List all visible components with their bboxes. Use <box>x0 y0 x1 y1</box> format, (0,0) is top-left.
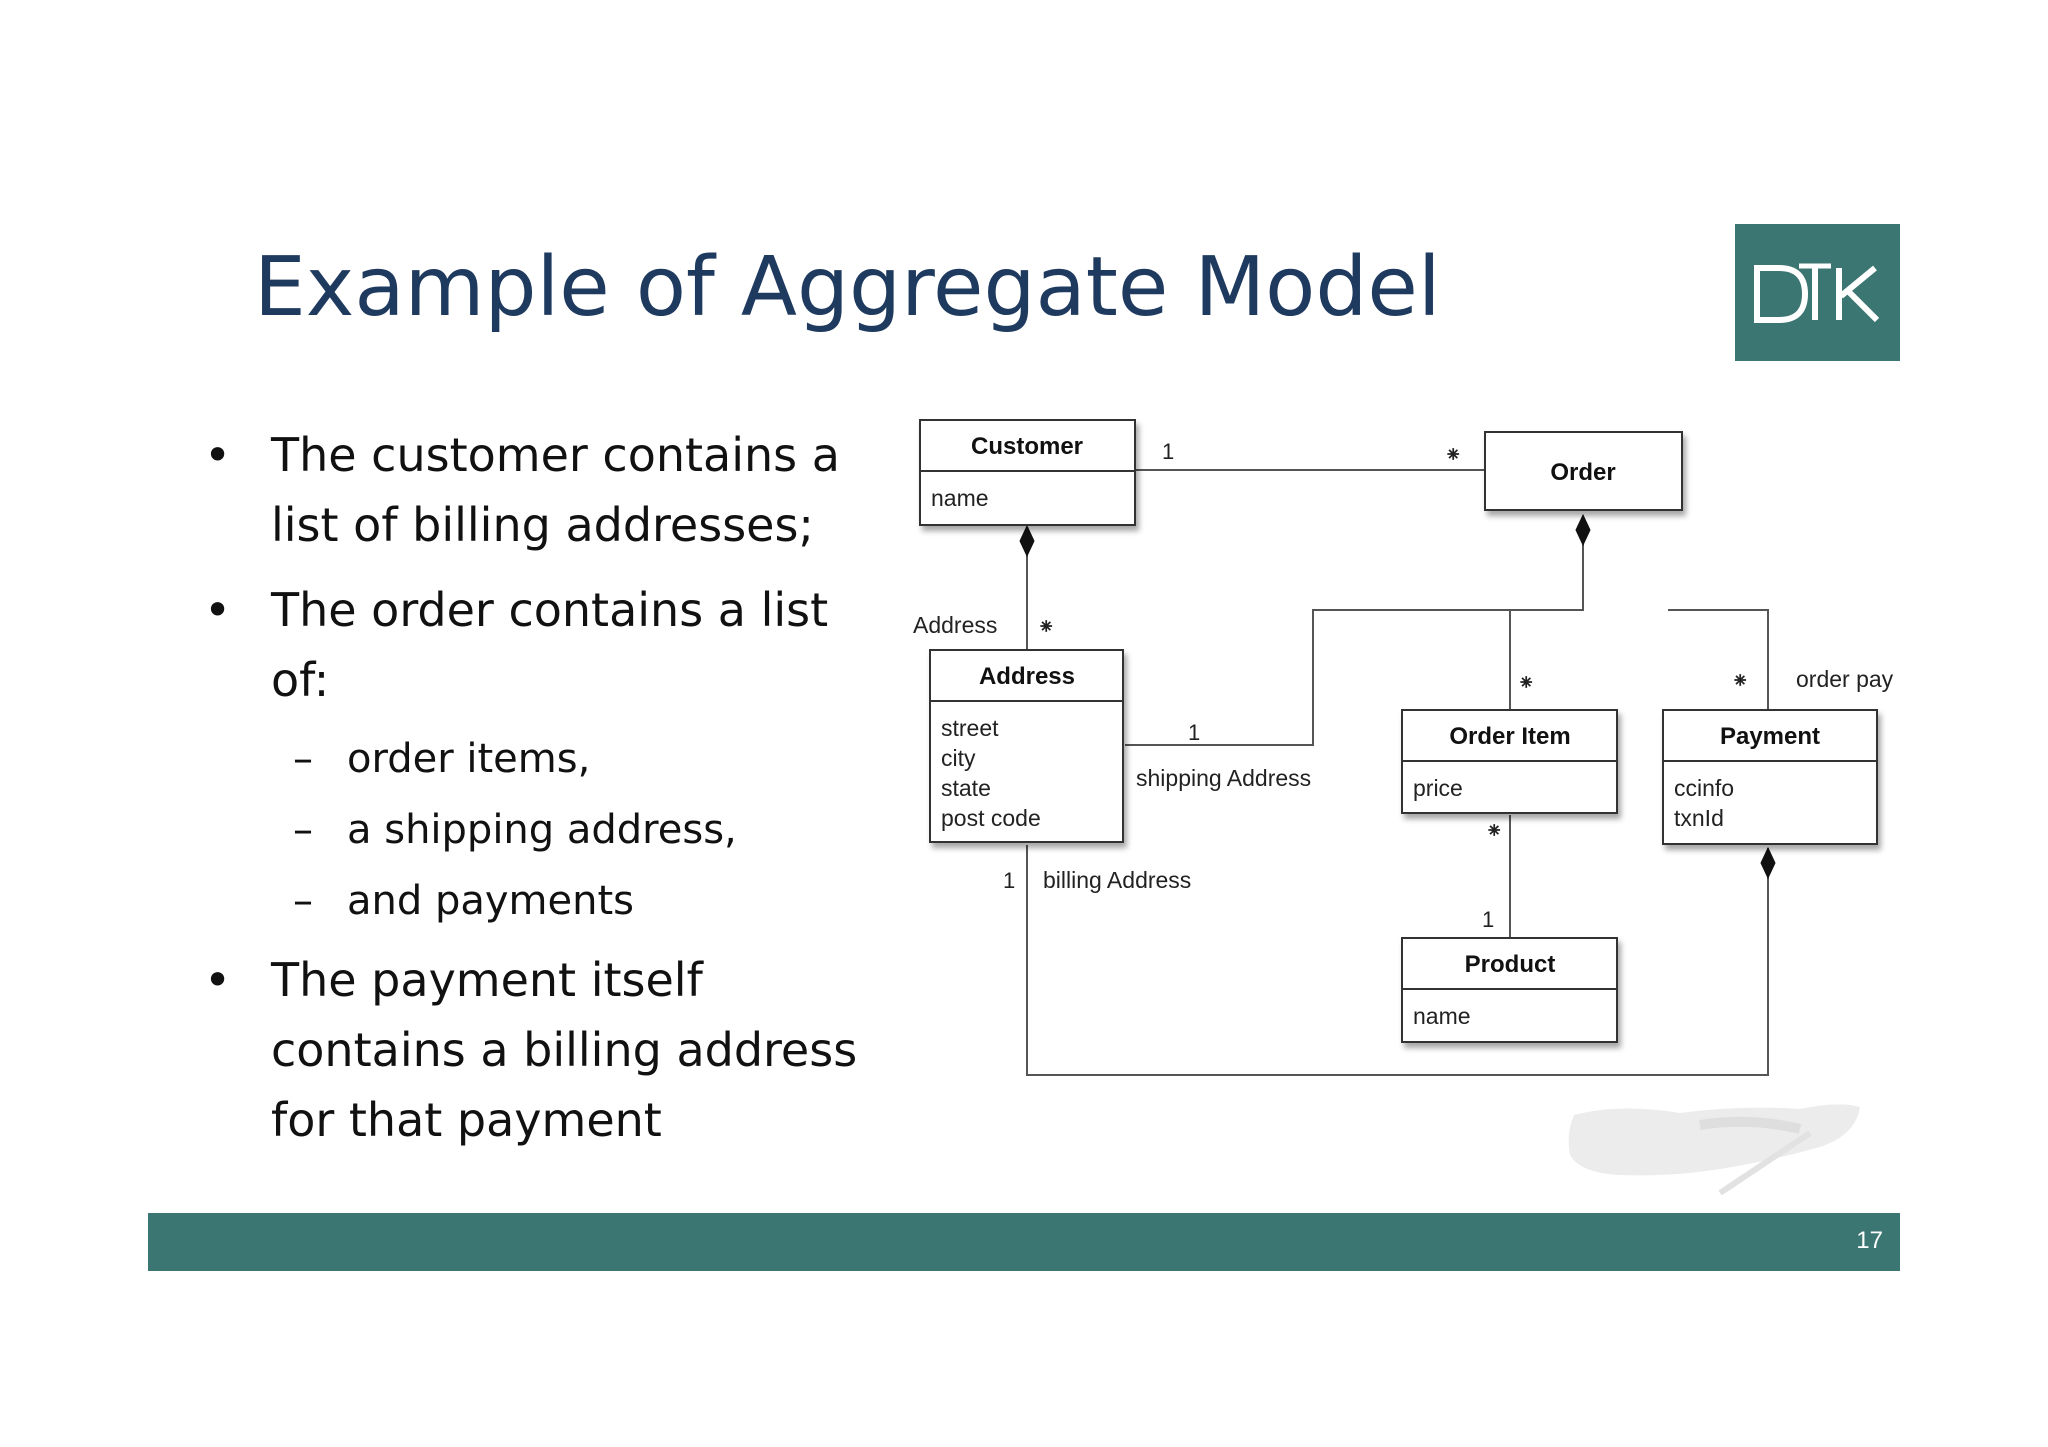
order-payment-line <box>1668 609 1769 710</box>
bullet-marker: • <box>204 583 232 637</box>
role-label: billing Address <box>1043 867 1191 893</box>
class-attribute: price <box>1413 775 1463 801</box>
multiplicity-label: ⁕ <box>1517 670 1535 695</box>
bullet-text: The order contains a list of: <box>271 583 829 707</box>
bullet-item: • The customer contains a list of billin… <box>200 420 900 560</box>
class-name: Payment <box>1720 723 1820 750</box>
order-diamond <box>1575 513 1591 547</box>
multiplicity-label: 1 <box>1003 868 1015 893</box>
class-order-item: Order Item price <box>1401 709 1618 814</box>
sub-bullet-text: and payments <box>347 878 634 924</box>
class-name: Customer <box>971 433 1083 460</box>
class-name: Order Item <box>1449 723 1570 750</box>
associations <box>1026 469 1769 1076</box>
shipping-address-line <box>1125 530 1584 746</box>
multiplicity-label: ⁕ <box>1731 668 1749 693</box>
dtk-logo <box>1735 224 1900 361</box>
bullet-marker: • <box>204 428 232 482</box>
class-payment: Payment ccinfo txnId <box>1662 709 1878 845</box>
multiplicity-label: 1 <box>1482 907 1494 932</box>
multiplicity-label: ⁕ <box>1444 442 1462 467</box>
class-attribute: state <box>941 775 991 801</box>
dtk-logo-mark <box>1754 263 1880 323</box>
customer-diamond <box>1019 524 1035 558</box>
class-address: Address street city state post code <box>929 649 1124 843</box>
role-label: order pay <box>1796 666 1894 692</box>
payment-diamond <box>1760 846 1776 880</box>
handshake-watermark <box>1568 1104 1860 1195</box>
bullet-list: • The customer contains a list of billin… <box>200 420 900 1170</box>
bullet-item: • The order contains a list of: <box>200 575 900 715</box>
sub-bullet-text: order items, <box>347 736 591 782</box>
diagram-labels: 1 ⁕ Address ⁕ 1 shipping Address 1 billi… <box>913 439 1894 932</box>
sub-bullet-marker: – <box>293 807 313 853</box>
role-label: shipping Address <box>1136 765 1311 791</box>
page-number: 17 <box>1856 1227 1883 1254</box>
bullet-item: • The payment itself contains a billing … <box>200 945 900 1155</box>
aggregation-diamonds <box>1019 513 1776 880</box>
sub-bullet-item: – and payments <box>200 866 900 937</box>
sub-bullet-marker: – <box>293 878 313 924</box>
uml-aggregate-diagram: Customer name Order Address street city … <box>913 419 1894 1076</box>
sub-bullet-marker: – <box>293 736 313 782</box>
sub-bullet-item: – a shipping address, <box>200 795 900 866</box>
class-order: Order <box>1484 431 1683 511</box>
footer-bar: 17 <box>148 1213 1900 1271</box>
slide-title: Example of Aggregate Model <box>254 240 1441 335</box>
multiplicity-label: ⁕ <box>1485 818 1503 843</box>
multiplicity-label: ⁕ <box>1037 614 1055 639</box>
class-attribute: ccinfo <box>1674 775 1734 801</box>
class-attribute: txnId <box>1674 805 1724 831</box>
sub-bullet-text: a shipping address, <box>347 807 737 853</box>
class-attribute: city <box>941 745 976 771</box>
multiplicity-label: 1 <box>1162 439 1174 464</box>
role-label: Address <box>913 612 997 638</box>
sub-bullet-item: – order items, <box>200 724 900 795</box>
class-name: Order <box>1550 459 1615 486</box>
class-name: Product <box>1465 951 1556 978</box>
billing-address-line <box>1026 845 1769 1076</box>
sub-bullet-list: – order items, – a shipping address, – a… <box>200 724 900 937</box>
bullet-marker: • <box>204 953 232 1007</box>
class-product: Product name <box>1401 937 1618 1043</box>
class-attribute: street <box>941 715 999 741</box>
bullet-text: The payment itself contains a billing ad… <box>271 953 858 1147</box>
class-customer: Customer name <box>919 419 1136 526</box>
class-attribute: post code <box>941 805 1041 831</box>
class-name: Address <box>979 663 1075 690</box>
bullet-text: The customer contains a list of billing … <box>271 428 840 552</box>
class-attribute: name <box>931 485 989 511</box>
multiplicity-label: 1 <box>1188 720 1200 745</box>
class-attribute: name <box>1413 1003 1471 1029</box>
